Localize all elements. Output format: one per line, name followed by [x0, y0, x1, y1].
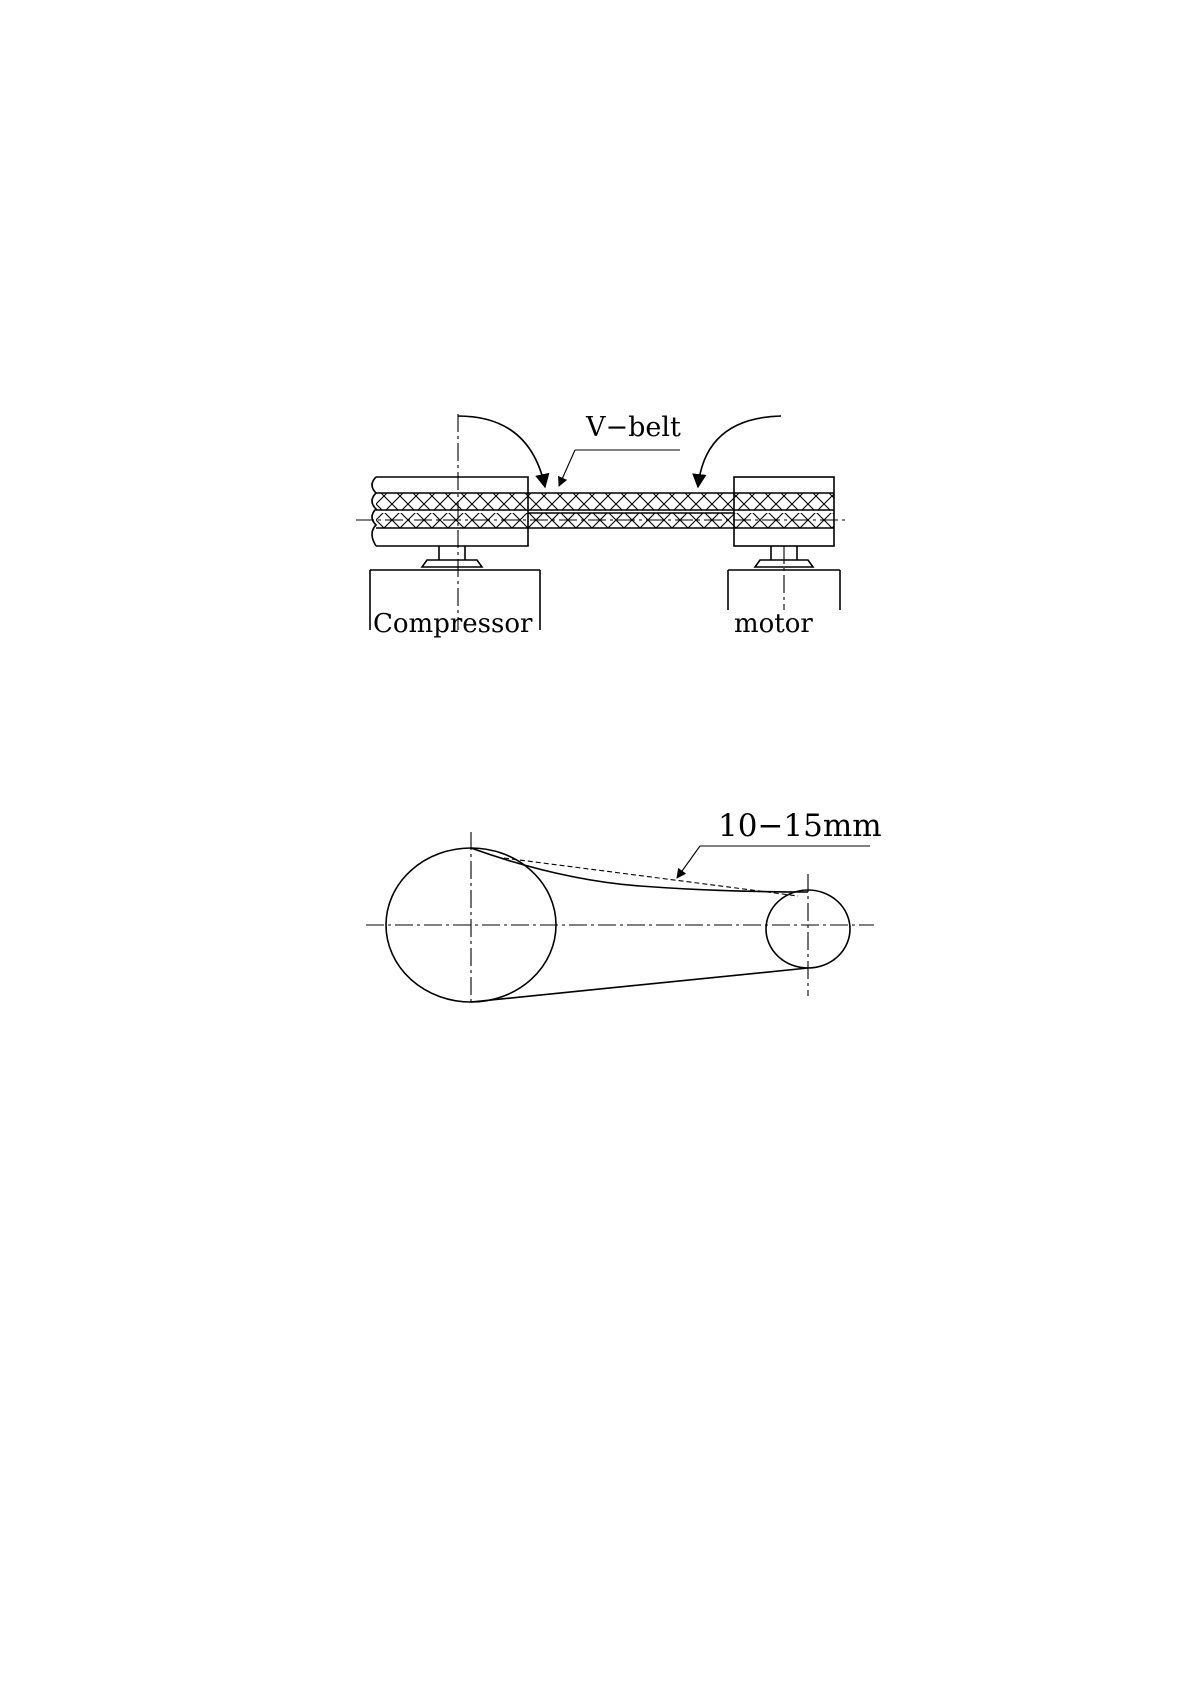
- belt-groove-upper: [376, 493, 834, 510]
- belt-lower-strand: [471, 968, 808, 1002]
- deflection-leader-arrow: [677, 846, 700, 878]
- compressor-pulley: [372, 477, 528, 546]
- belt-upper-strand: [471, 848, 808, 892]
- motor-label: motor: [734, 609, 813, 639]
- belt-groove-lower: [376, 513, 834, 528]
- straight-reference-line: [504, 858, 798, 896]
- motor-pulley: [734, 477, 834, 546]
- deflection-label: 10−15mm: [718, 808, 882, 844]
- compressor-label: Compressor: [373, 609, 533, 639]
- belt-tension-figure: 10−15mm: [366, 808, 882, 1006]
- v-belt-label: V−belt: [585, 412, 681, 443]
- v-belt-leader-arrow: [559, 450, 575, 486]
- belt-alignment-figure: V−belt Compressor motor: [356, 412, 848, 639]
